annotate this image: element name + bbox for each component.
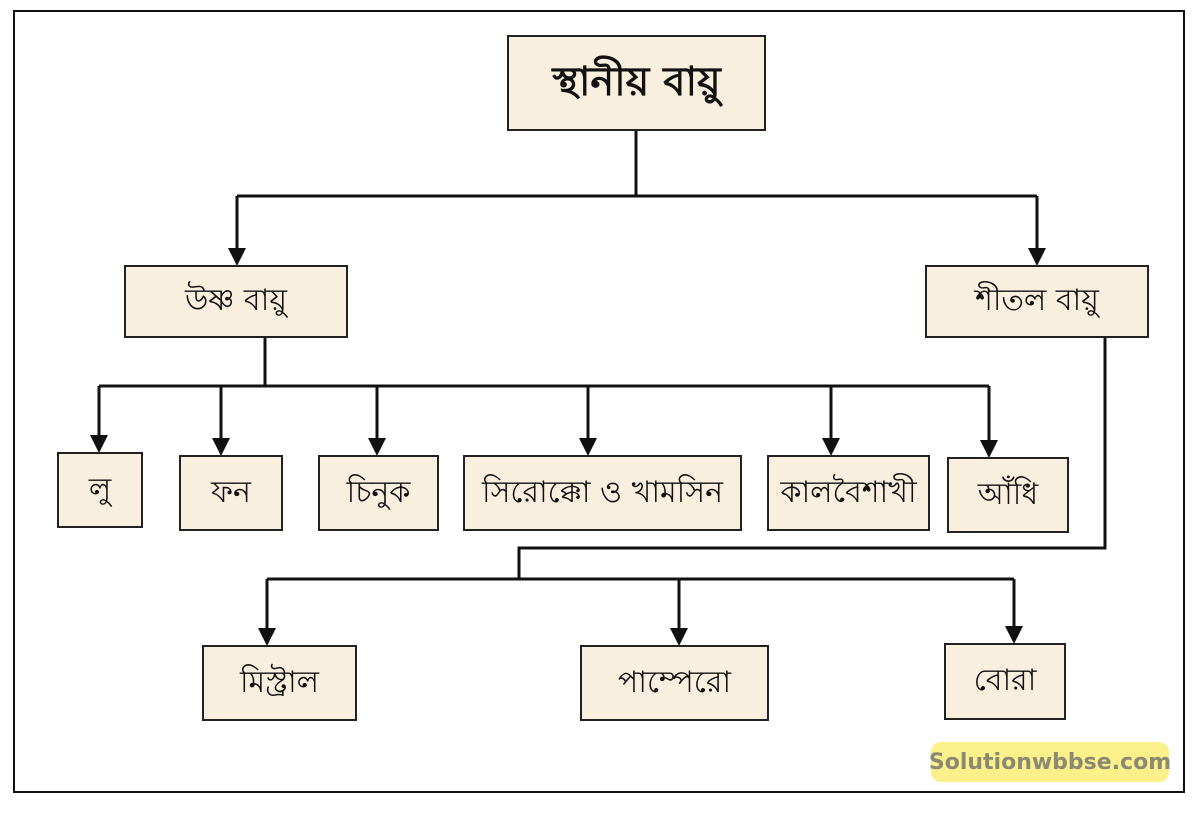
node-pampero: পাম্পেরো (580, 645, 769, 721)
node-foehn: ফন (179, 455, 283, 531)
node-loo: লু (57, 452, 143, 528)
diagram-frame (13, 10, 1185, 793)
node-andhi: আঁধি (947, 457, 1069, 533)
watermark: Solutionwbbse.com (929, 742, 1171, 782)
node-cold-winds: শীতল বায়ু (925, 265, 1149, 338)
node-kalbaishakhi: কালবৈশাখী (767, 455, 930, 531)
node-bora: বোরা (944, 643, 1066, 720)
node-chinook: চিনুক (318, 455, 439, 531)
node-sirocco-khamsin: সিরোক্কো ও খামসিন (463, 455, 742, 531)
node-hot-winds: উষ্ণ বায়ু (124, 265, 348, 338)
node-mistral: মিস্ট্রাল (202, 645, 357, 721)
node-local-winds: স্থানীয় বায়ু (507, 35, 766, 131)
